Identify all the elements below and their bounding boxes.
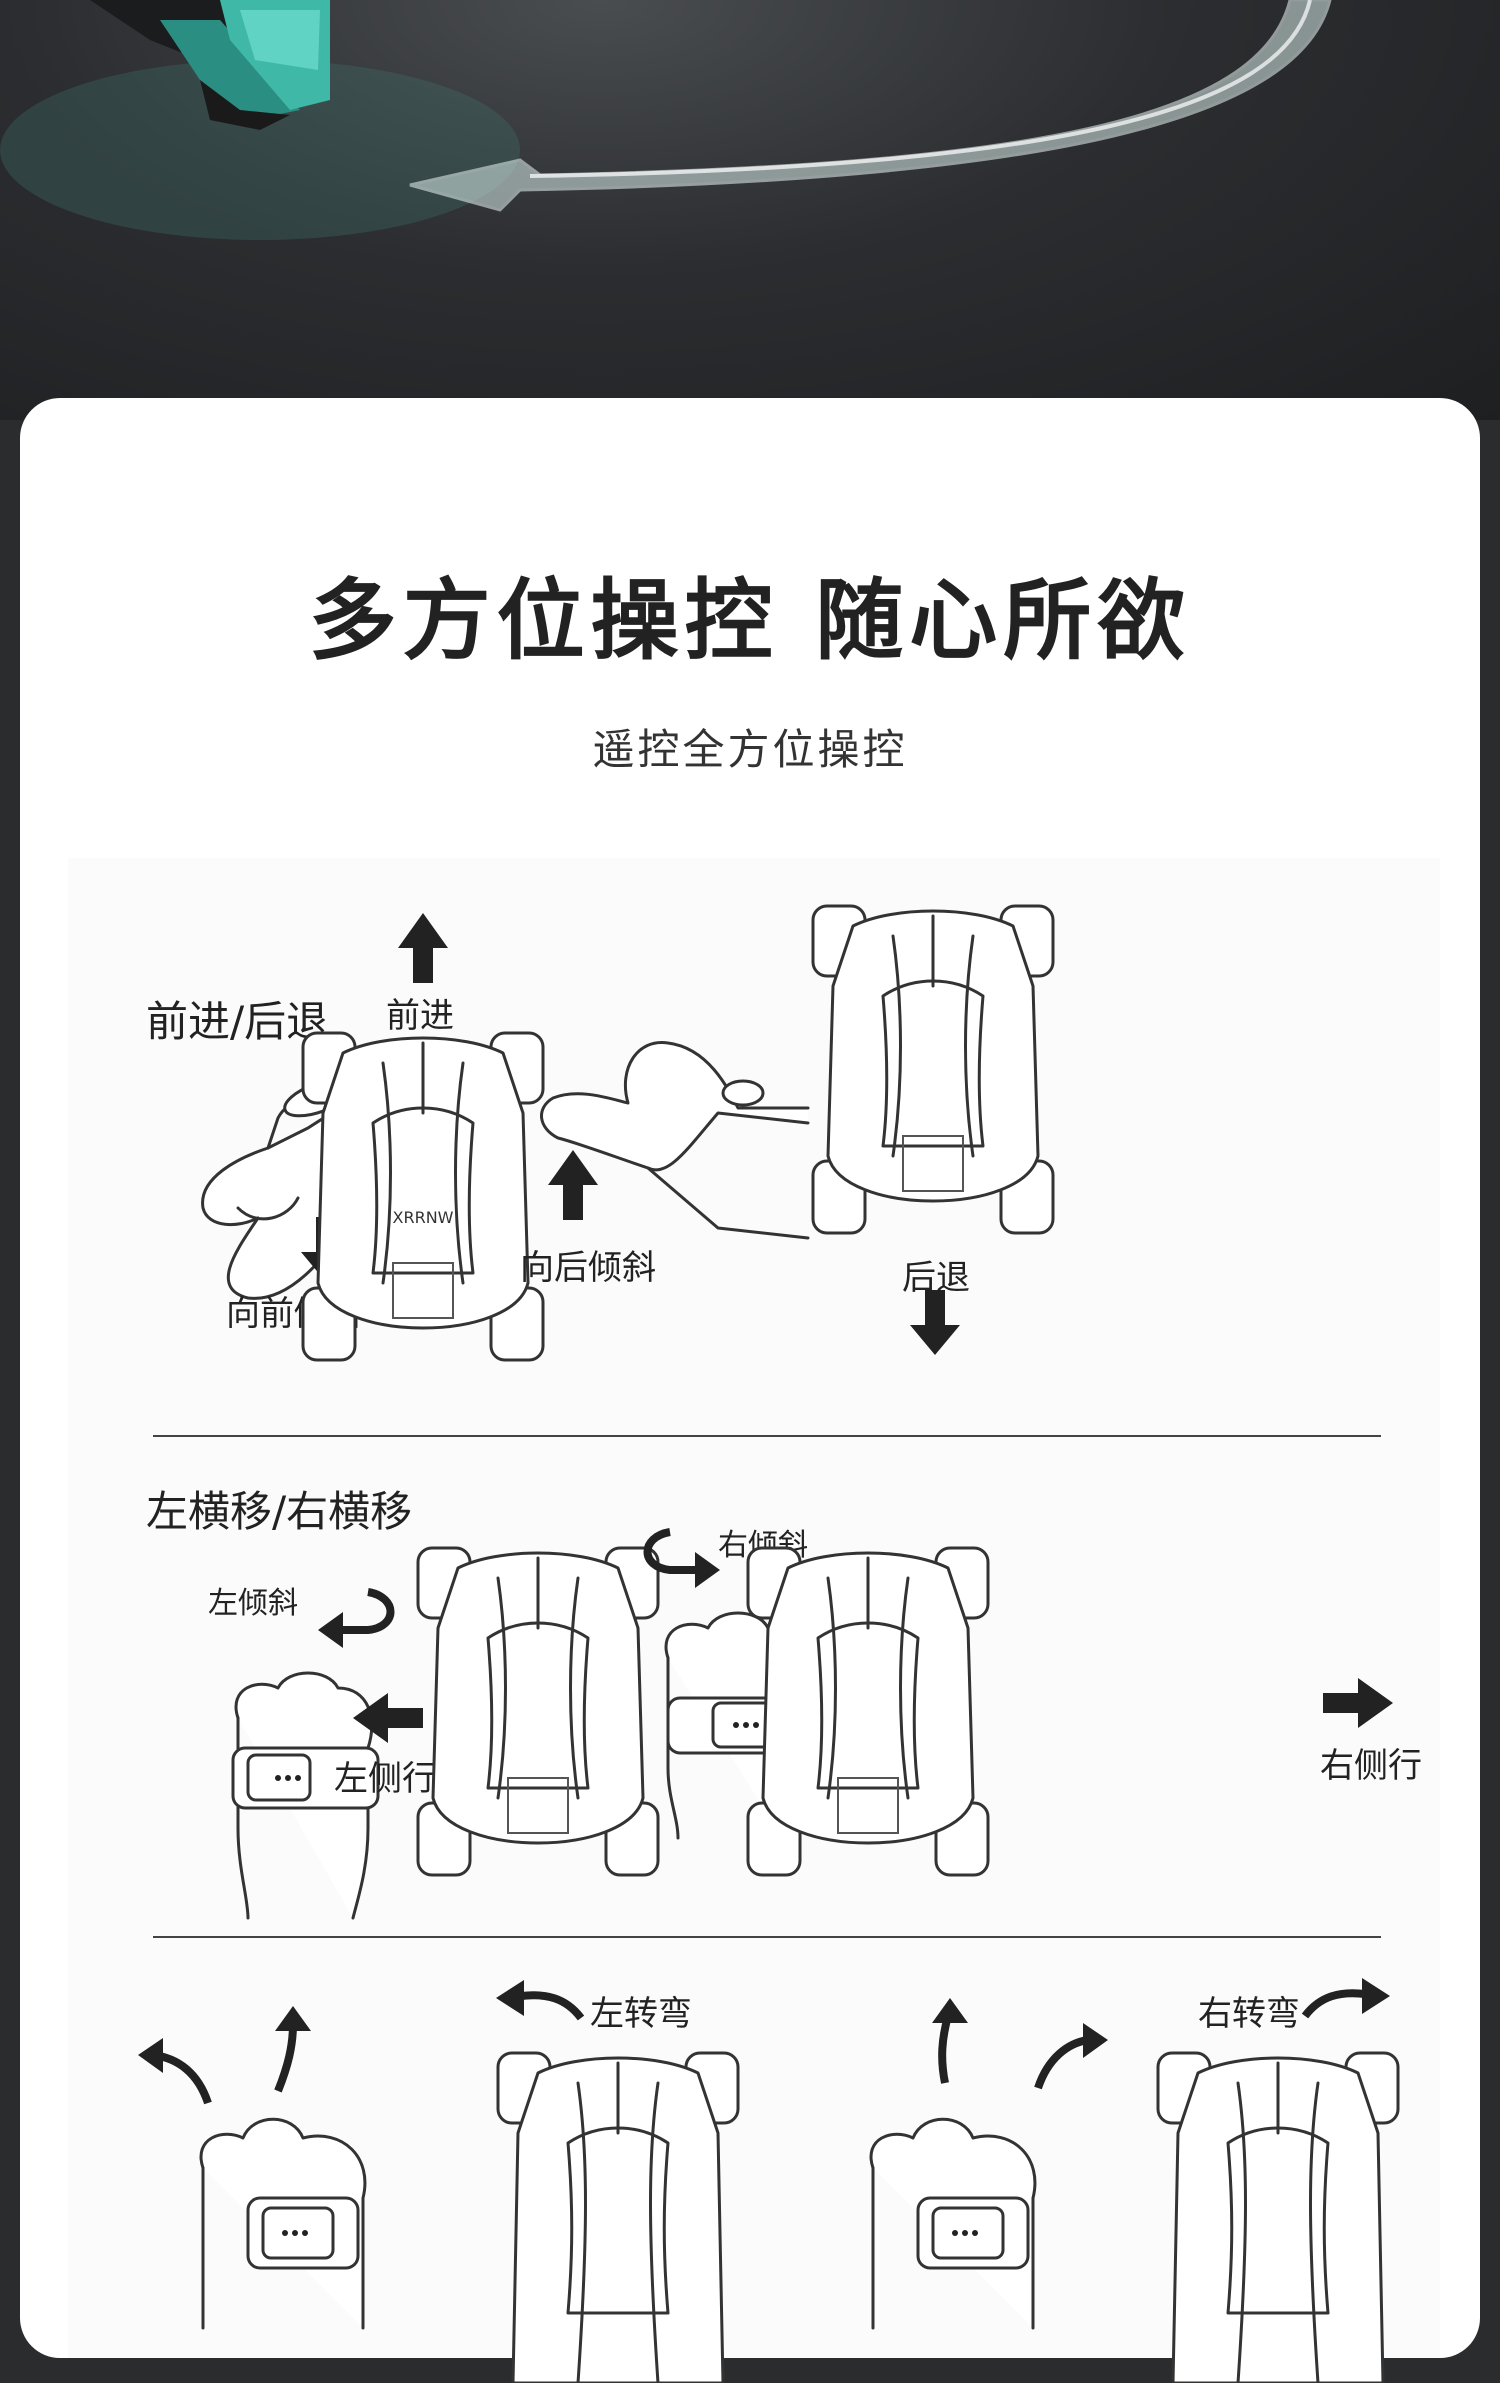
fist-watch-left-illustration	[231, 1671, 380, 1920]
curve-arrow-up-icon	[274, 2006, 311, 2093]
move-right-label: 右侧行	[1320, 1746, 1422, 1786]
forward-label: 前进	[386, 996, 454, 1036]
move-left-label: 左侧行	[334, 1759, 436, 1799]
forward-back-heading: 前进/后退	[146, 997, 329, 1046]
car-topview-illustration	[811, 904, 1055, 1235]
rotate-right-arrow-icon	[643, 1528, 720, 1588]
curve-arrow-left-icon	[496, 1980, 585, 2021]
section-divider	[153, 1936, 1381, 1938]
hero-banner	[0, 0, 1500, 420]
page-subtitle: 遥控全方位操控	[592, 725, 908, 774]
curve-arrow-left-icon	[138, 2038, 212, 2105]
fist-watch-turn-left-illustration	[199, 2117, 367, 2330]
car-topview-illustration	[496, 2051, 740, 2383]
car-topview-illustration	[1156, 2051, 1400, 2383]
page-title: 多方位操控 随心所欲	[308, 569, 1192, 672]
arrow-up-icon	[548, 1150, 598, 1220]
car-topview-illustration	[746, 1546, 990, 1877]
fist-watch-turn-right-illustration	[869, 2117, 1037, 2330]
turn-right-label: 右转弯	[1198, 1994, 1300, 2034]
tilt-left-label: 左倾斜	[208, 1586, 298, 1621]
car-topview-illustration: XRRNW	[301, 1031, 545, 1362]
car-badge: XRRNW	[393, 1208, 454, 1227]
curve-arrow-up-icon	[932, 1998, 968, 2084]
arrow-right-icon	[1323, 1678, 1393, 1728]
section-divider	[153, 1435, 1381, 1437]
curve-arrow-right-icon	[1034, 2023, 1108, 2090]
hand-tilt-back-illustration	[540, 1040, 810, 1240]
content-card: 多方位操控 随心所欲 遥控全方位操控 前进/后退 向前倾斜 前进	[20, 398, 1480, 2383]
car-topview-illustration	[416, 1546, 660, 1877]
arrow-up-icon	[398, 913, 448, 983]
arrow-left-icon	[353, 1693, 423, 1743]
curve-arrow-right-icon	[1301, 1978, 1390, 2019]
tilt-back-label: 向后倾斜	[520, 1248, 656, 1288]
hero-product-illustration	[0, 0, 1332, 240]
strafe-heading: 左横移/右横移	[146, 1487, 413, 1536]
turn-left-label: 左转弯	[590, 1994, 692, 2034]
arrow-down-icon	[910, 1290, 960, 1355]
rotate-left-arrow-icon	[318, 1588, 395, 1648]
control-diagram-panel: 前进/后退 向前倾斜 前进 XRRNW	[68, 858, 1440, 2383]
